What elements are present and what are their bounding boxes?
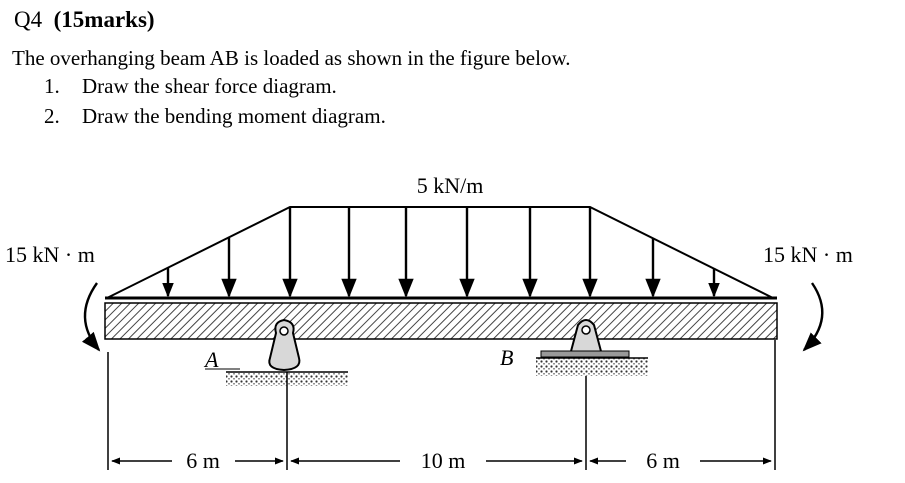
left-moment-label: 15 kN · m xyxy=(5,242,95,267)
dimension-left-label: 6 m xyxy=(186,448,220,473)
task-number: 2. xyxy=(44,104,60,128)
load-arrows xyxy=(162,207,720,298)
dimension-middle-label: 10 m xyxy=(421,448,466,473)
load-label: 5 kN/m xyxy=(417,173,484,198)
task-item-1: 1. Draw the shear force diagram. xyxy=(44,76,337,97)
task-text: Draw the shear force diagram. xyxy=(82,74,337,98)
question-title: Q4 (15marks) xyxy=(14,8,155,31)
support-a-label: A xyxy=(203,347,219,372)
dimension-right-label: 6 m xyxy=(646,448,680,473)
right-moment-label: 15 kN · m xyxy=(763,242,853,267)
dimension-lines xyxy=(107,340,776,470)
task-text: Draw the bending moment diagram. xyxy=(82,104,386,128)
distributed-load-outline xyxy=(106,206,774,299)
task-number: 1. xyxy=(44,74,60,98)
left-moment-arrow xyxy=(81,282,101,352)
support-b-label: B xyxy=(500,345,513,370)
question-number: Q4 xyxy=(14,7,43,32)
question-marks: (15marks) xyxy=(53,7,155,32)
question-intro: The overhanging beam AB is loaded as sho… xyxy=(12,46,571,70)
right-moment-arrow xyxy=(802,282,824,352)
task-item-2: 2. Draw the bending moment diagram. xyxy=(44,106,386,127)
beam xyxy=(104,296,778,340)
support-b xyxy=(536,319,648,376)
